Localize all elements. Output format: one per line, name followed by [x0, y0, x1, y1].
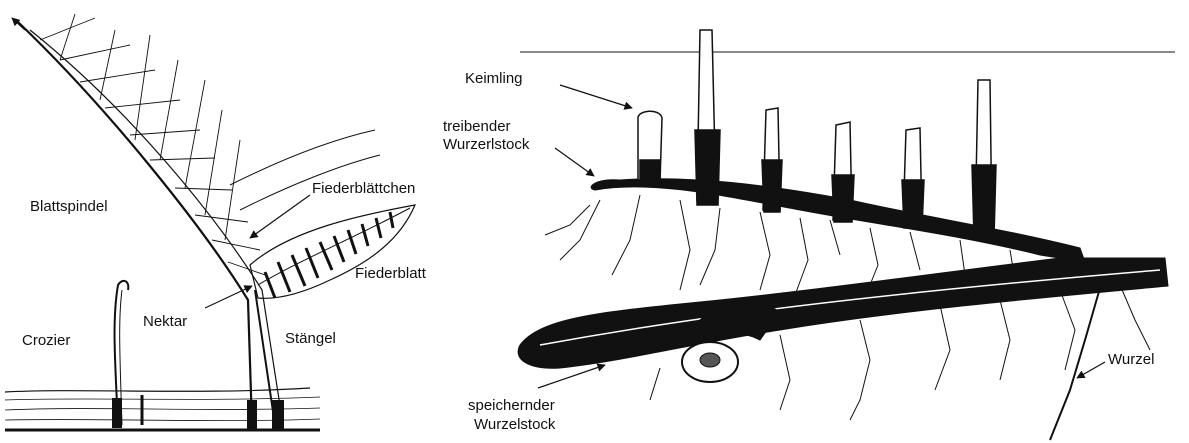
label-nektar: Nektar: [143, 313, 187, 330]
label-staengel: Stängel: [285, 330, 336, 347]
label-treibender-line1: treibender: [443, 118, 511, 135]
label-keimling: Keimling: [465, 70, 523, 87]
label-speichernder-line1: speichernder: [468, 397, 555, 414]
label-blattspindel: Blattspindel: [30, 198, 108, 215]
label-treibender-line2: Wurzerlstock: [443, 136, 530, 153]
label-speichernder-line2: Wurzelstock: [474, 416, 556, 433]
rachis: [18, 22, 252, 425]
pinnae-lines: [40, 14, 268, 276]
label-fiederblaettchen: Fiederblättchen: [312, 180, 415, 197]
frond-illustration: [5, 14, 415, 430]
label-fiederblatt: Fiederblatt: [355, 265, 427, 282]
label-wurzel: Wurzel: [1108, 351, 1154, 368]
rhizome-illustration: [518, 30, 1175, 440]
storage-rhizome: [518, 258, 1168, 368]
label-crozier: Crozier: [22, 332, 70, 349]
